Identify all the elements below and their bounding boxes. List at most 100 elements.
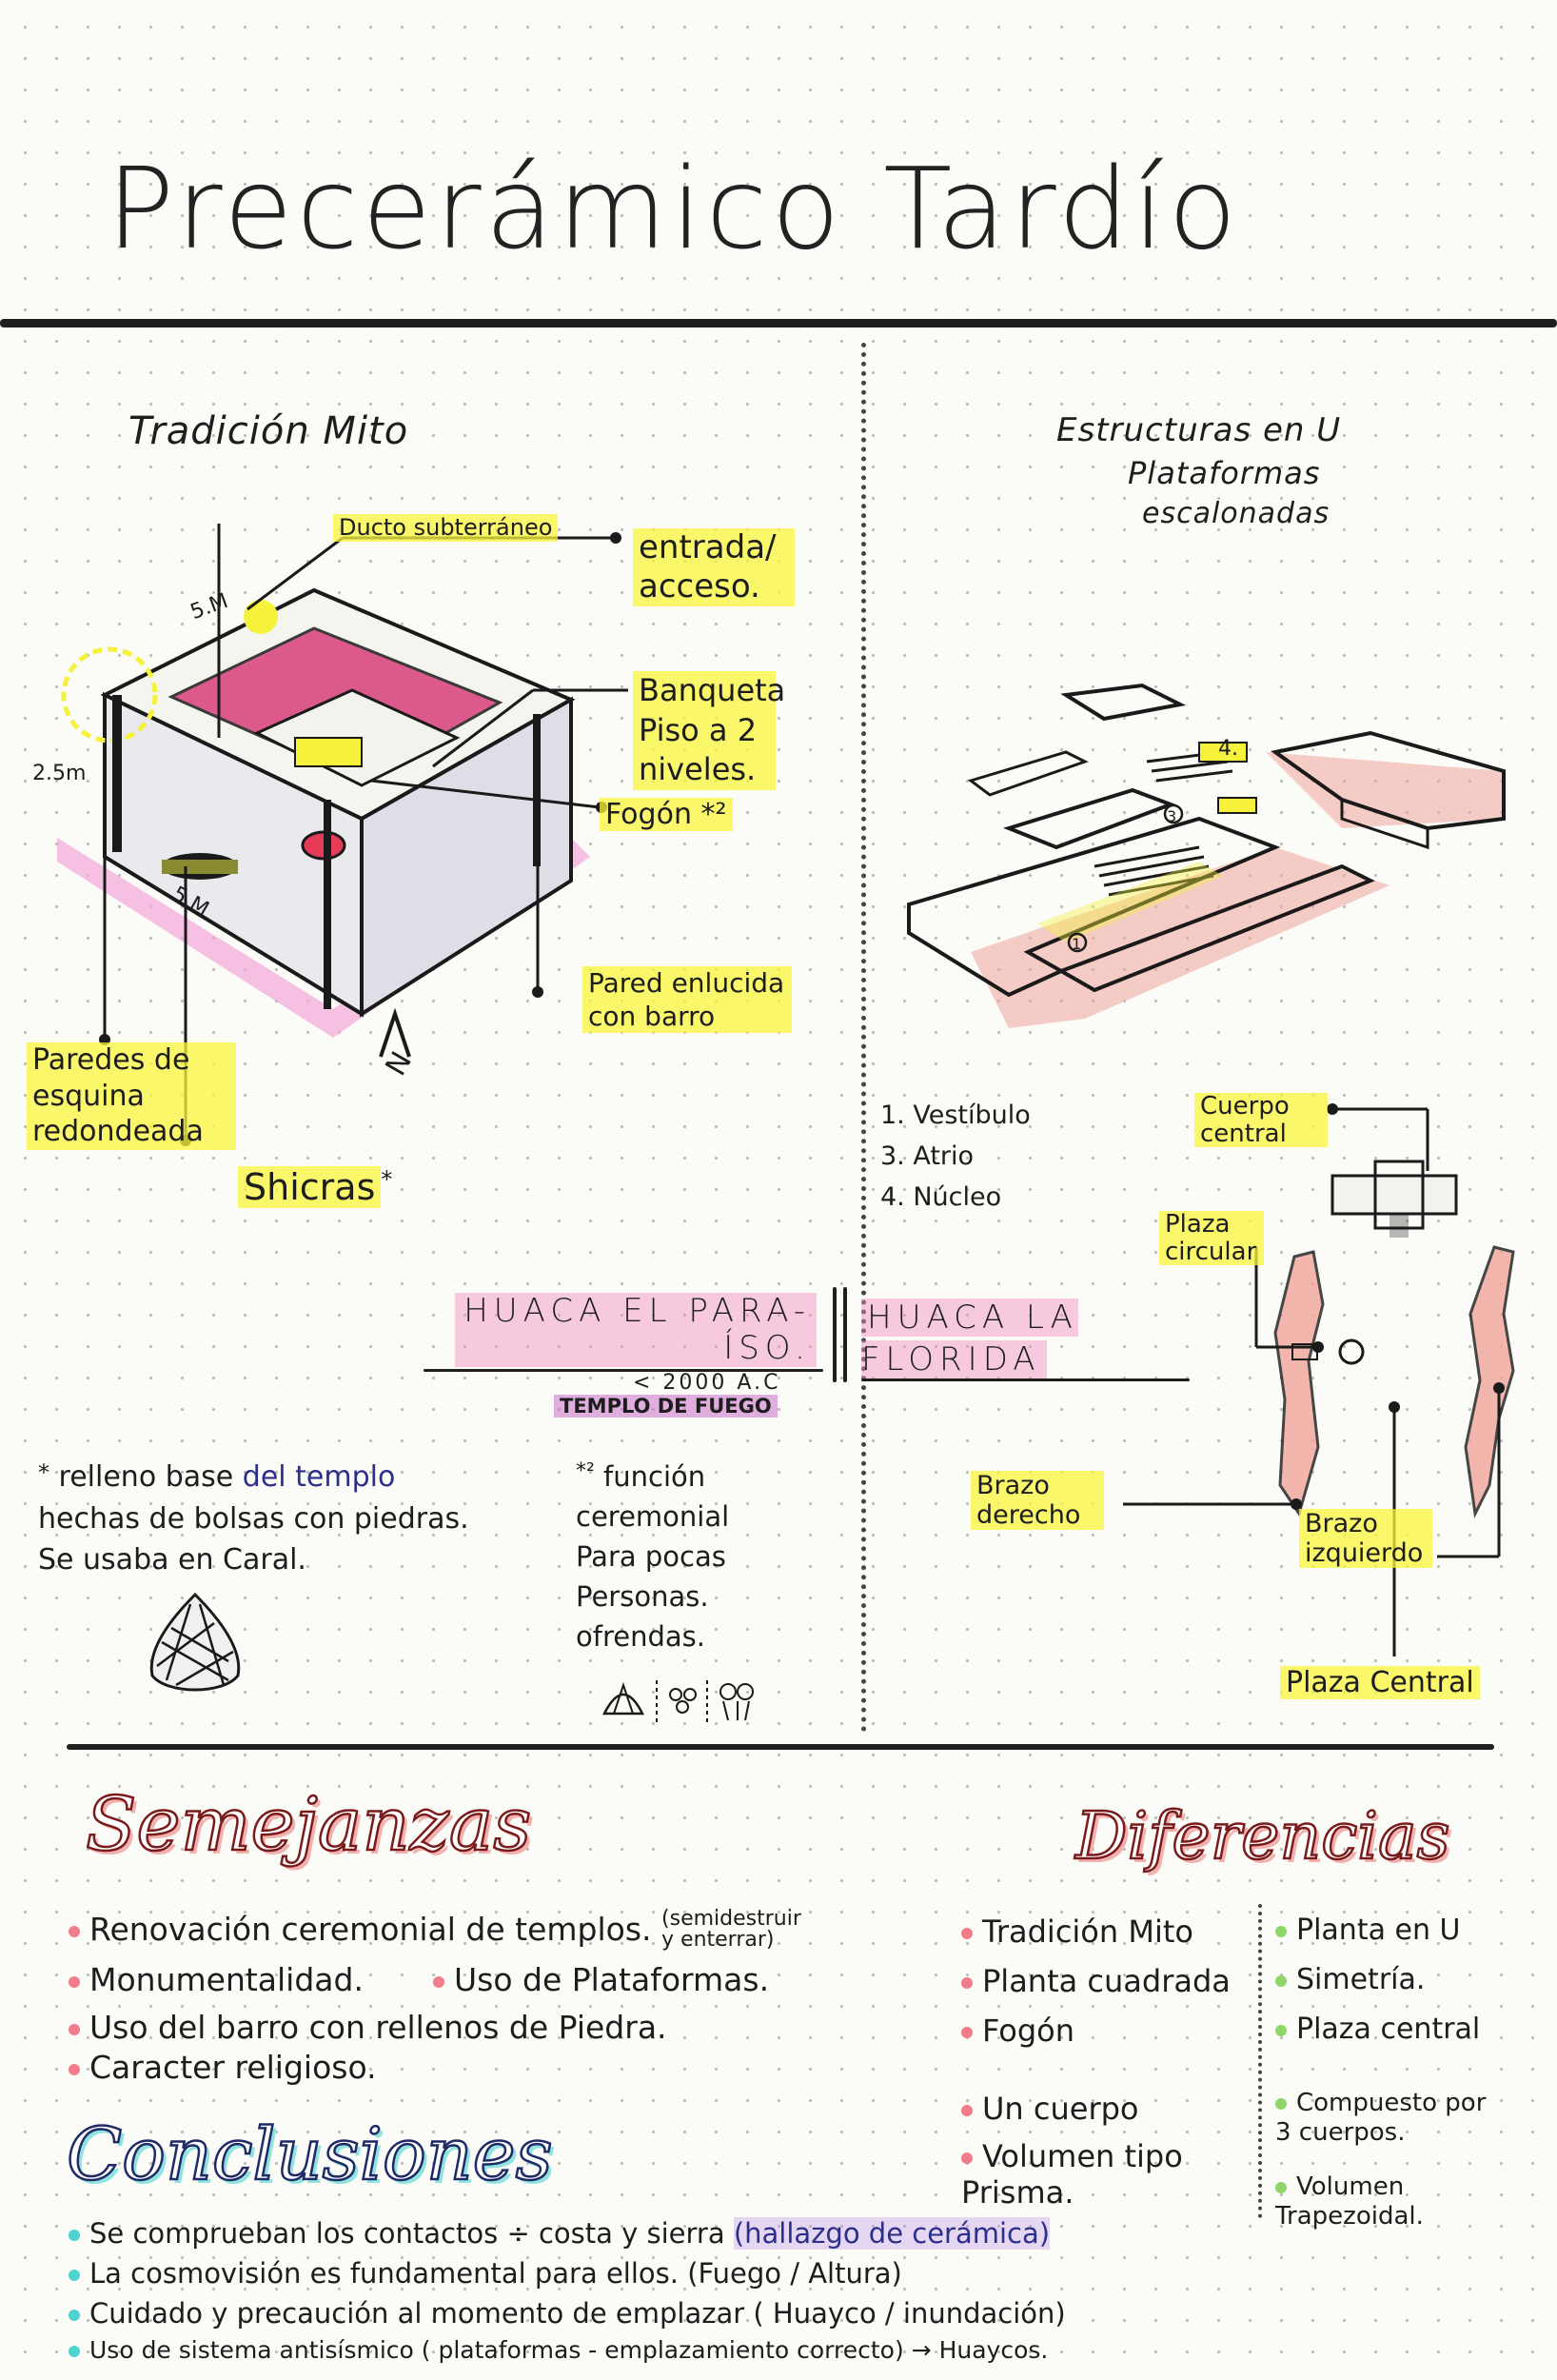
title-separator-1 (833, 1287, 837, 1382)
huaca-la-florida-title-text: HUACA LA FLORIDA (861, 1299, 1078, 1378)
brazo-derecho-label: Brazo derecho (971, 1471, 1104, 1530)
diferencias-left-item: Volumen tipo Prisma. (961, 2138, 1209, 2211)
conclusiones-list: Se comprueban los contactos ÷ costa y si… (69, 2213, 1192, 2368)
diferencias-left-item: Tradición Mito (961, 1912, 1247, 1961)
shicras-label: Shicras* (238, 1166, 392, 1208)
florida-number-1: 1 (1072, 935, 1081, 953)
diferencias-right-item: Compuesto por 3 cuerpos. (1275, 2089, 1504, 2172)
conclusiones-item-2: La cosmovisión es fundamental para ellos… (69, 2253, 1192, 2293)
templo-de-fuego: TEMPLO DE FUEGO (554, 1395, 778, 1418)
diferencias-right-item: Simetría. (1275, 1961, 1551, 2011)
bullet-icon (69, 2346, 80, 2357)
column-divider (861, 343, 866, 1733)
legend-item-nucleo: 4. Núcleo (880, 1177, 1031, 1218)
florida-number-4: 4. (1218, 737, 1238, 761)
bullet-icon (961, 1977, 973, 1989)
semejanzas-heading: Semejanzas (86, 1782, 531, 1868)
conclusiones-item-2-text: La cosmovisión es fundamental para ellos… (89, 2257, 902, 2290)
diferencias-right-text: Plaza central (1296, 2013, 1480, 2046)
diferencias-right-item: Planta en U (1275, 1912, 1551, 1961)
semejanzas-item-2-text: Monumentalidad. (89, 1961, 364, 1998)
diferencias-left-item: Planta cuadrada (961, 1961, 1247, 2011)
paredes-esquina-label: Paredes de esquina redondeada (27, 1042, 236, 1150)
semejanzas-item-1-note: (semidestruir y enterrar) (661, 1909, 814, 1951)
semejanzas-item-3: Uso de Plataformas. (433, 1959, 769, 2002)
bullet-icon (69, 2270, 80, 2281)
diferencias-left-text: Un cuerpo (982, 2091, 1138, 2127)
huaca-la-florida-title: HUACA LA FLORIDA (861, 1297, 1090, 1380)
bullet-icon (69, 2310, 80, 2321)
diferencias-divider (1258, 1904, 1262, 2218)
plaza-circular-label: Plaza circular (1159, 1211, 1264, 1265)
diferencias-left-item: Fogón (961, 2011, 1247, 2089)
diferencias-right-list: Planta en U Simetría. Plaza central Comp… (1275, 1912, 1551, 2231)
banqueta-label: Banqueta Piso a 2 niveles. (633, 671, 776, 790)
bullet-icon (1275, 1926, 1287, 1937)
title-divider (0, 319, 1557, 327)
huaca-el-paraiso-title: HUACA EL PARA- ÍSO. (455, 1293, 817, 1367)
bullet-icon (69, 1976, 80, 1988)
tradicion-mito-heading: Tradición Mito (128, 409, 408, 453)
fogon-note-mark: *² (576, 1459, 595, 1483)
florida-legend: 1. Vestíbulo 3. Atrio 4. Núcleo (880, 1095, 1031, 1219)
pared-enlucida-label: Pared enlucida con barro (582, 966, 792, 1033)
conclusiones-item-3: Cuidado y precaución al momento de empla… (69, 2293, 1192, 2333)
bullet-icon (69, 1926, 80, 1937)
shicras-note-rest: hechas de bolsas con piedras. Se usaba e… (38, 1502, 469, 1577)
semejanzas-item-4-text: Uso del barro con rellenos de Piedra. (89, 2009, 667, 2046)
diferencias-right-text: Compuesto por 3 cuerpos. (1275, 2089, 1486, 2147)
florida-number-3: 3 (1167, 807, 1176, 825)
title-separator-2 (843, 1287, 847, 1382)
shicras-label-text: Shicras (238, 1166, 381, 1208)
semejanzas-item-3-text: Uso de Plataformas. (454, 1961, 769, 1998)
bullet-icon (961, 1928, 973, 1939)
shicras-note: * relleno base del templo hechas de bols… (38, 1457, 485, 1581)
paraiso-date: < 2000 A.C (633, 1371, 780, 1395)
bullet-icon (1275, 2025, 1287, 2036)
plataformas-heading: Plataformas (1128, 455, 1320, 491)
brazo-izquierdo-label: Brazo izquierdo (1299, 1509, 1432, 1568)
section-divider (67, 1744, 1494, 1750)
conclusiones-item-1-text: Se comprueban los contactos ÷ costa y si… (89, 2217, 725, 2250)
semejanzas-item-1-text: Renovación ceremonial de templos. (89, 1911, 652, 1948)
conclusiones-item-4: Uso de sistema antisísmico ( plataformas… (69, 2333, 1192, 2368)
entrada-label: entrada/ acceso. (633, 528, 795, 606)
diferencias-right-text: Volumen Trapezoidal. (1275, 2172, 1424, 2231)
florida-underline (861, 1378, 1190, 1381)
bullet-icon (1275, 1975, 1287, 1987)
escalonadas-heading: escalonadas (1142, 497, 1330, 530)
plaza-central-label: Plaza Central (1280, 1666, 1480, 1699)
diferencias-left-text: Fogón (982, 2013, 1074, 2049)
diferencias-right-text: Simetría. (1296, 1963, 1425, 1996)
diferencias-right-text: Planta en U (1296, 1914, 1460, 1947)
bullet-icon (1275, 2182, 1287, 2193)
semejanzas-item-5: Caracter religioso. (69, 2047, 377, 2090)
huaca-la-florida-plan (1123, 1085, 1542, 1695)
conclusiones-heading: Conclusiones (67, 2112, 553, 2196)
legend-item-atrio: 3. Atrio (880, 1136, 1031, 1177)
shicras-note-mark: * (38, 1459, 49, 1486)
shicras-note-pre: relleno base (59, 1460, 234, 1494)
huaca-la-florida-isometric (895, 666, 1551, 1066)
bullet-icon (961, 2105, 973, 2116)
diferencias-left-list: Tradición Mito Planta cuadrada Fogón Un … (961, 1912, 1247, 2211)
diferencias-right-item: Plaza central (1275, 2011, 1551, 2089)
cuerpo-central-label: Cuerpo central (1194, 1093, 1328, 1147)
bullet-icon (433, 1976, 444, 1988)
bullet-icon (69, 2064, 80, 2075)
semejanzas-item-1: Renovación ceremonial de templos. (semid… (69, 1909, 814, 1952)
semejanzas-item-5-text: Caracter religioso. (89, 2049, 377, 2086)
shicras-mark: * (381, 1166, 392, 1193)
fogon-note-text: función ceremonial Para pocas Personas. … (576, 1460, 729, 1653)
diferencias-left-text: Planta cuadrada (982, 1963, 1231, 1999)
bullet-icon (1275, 2098, 1287, 2110)
offering-icons (595, 1671, 766, 1728)
ducto-label: Ducto subterráneo (333, 514, 558, 542)
shicra-bag-icon (138, 1585, 252, 1699)
semejanzas-item-2: Monumentalidad. (69, 1959, 364, 2002)
shicras-note-highlight: del templo (243, 1460, 396, 1494)
diferencias-left-text: Tradición Mito (982, 1914, 1193, 1950)
diferencias-heading: Diferencias (1075, 1799, 1450, 1874)
diferencias-right-item: Volumen Trapezoidal. (1275, 2172, 1504, 2231)
bullet-icon (69, 2230, 80, 2241)
